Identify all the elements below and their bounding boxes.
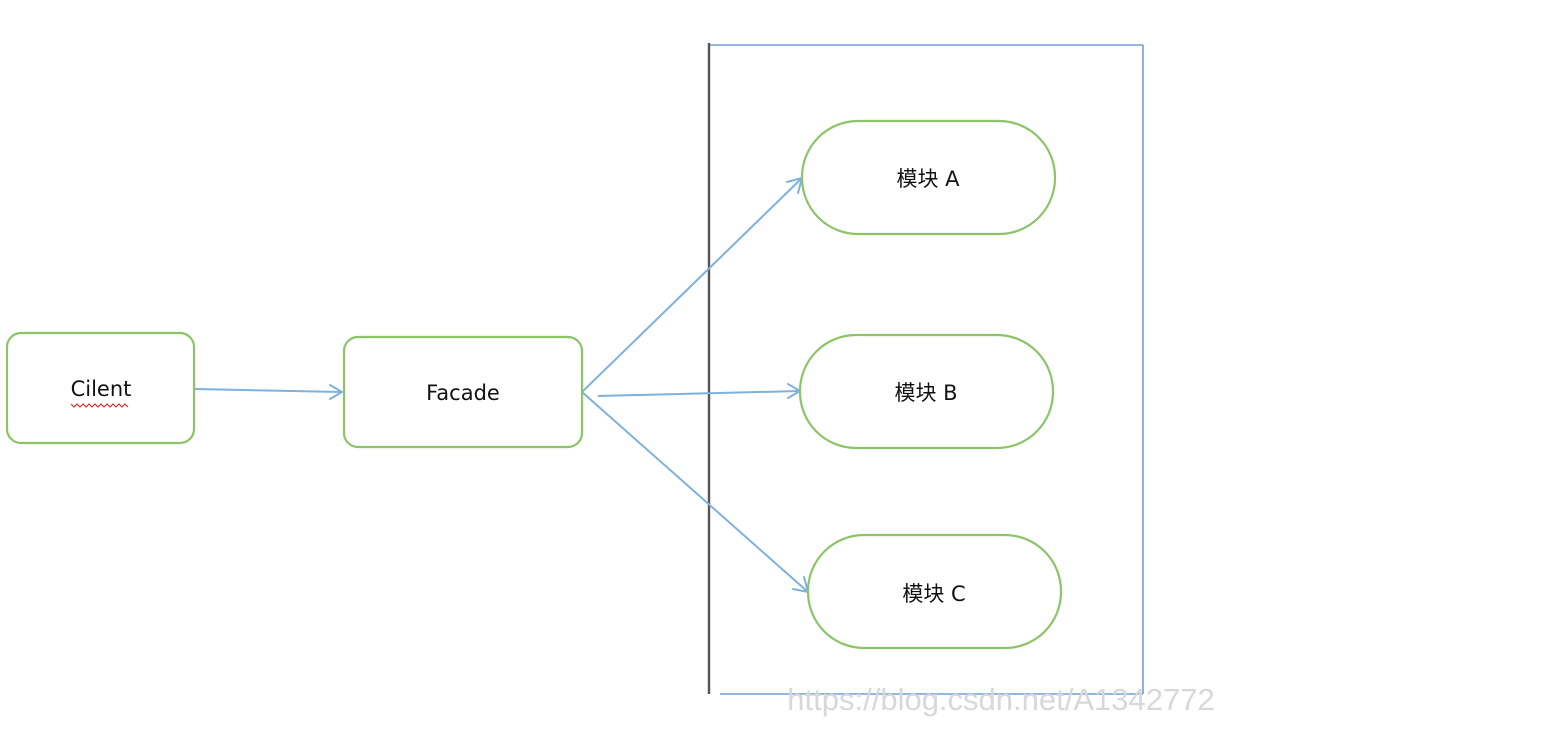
client-node[interactable]: Cilent [5, 331, 196, 445]
arrow-client-to-facade [194, 384, 343, 400]
module-a-node[interactable]: 模块 A [800, 119, 1057, 236]
module-b-node[interactable]: 模块 B [798, 333, 1055, 450]
watermark-text: https://blog.csdn.net/A1342772 [787, 682, 1214, 717]
module-c-node[interactable]: 模块 C [806, 533, 1063, 650]
module-a-label: 模块 A [896, 167, 960, 191]
client-label: Cilent [71, 377, 132, 401]
facade-node[interactable]: Facade [342, 335, 584, 449]
module-b-label: 模块 B [894, 381, 957, 405]
subsystem-boundary [707, 43, 1144, 695]
arrow-facade-to-module-c [581, 391, 809, 593]
facade-label: Facade [426, 381, 500, 405]
arrow-facade-to-module-b [597, 383, 801, 399]
arrows [194, 177, 809, 593]
spellcheck-underline [70, 403, 129, 408]
module-c-label: 模块 C [902, 582, 965, 606]
arrow-facade-to-module-a [581, 177, 803, 393]
